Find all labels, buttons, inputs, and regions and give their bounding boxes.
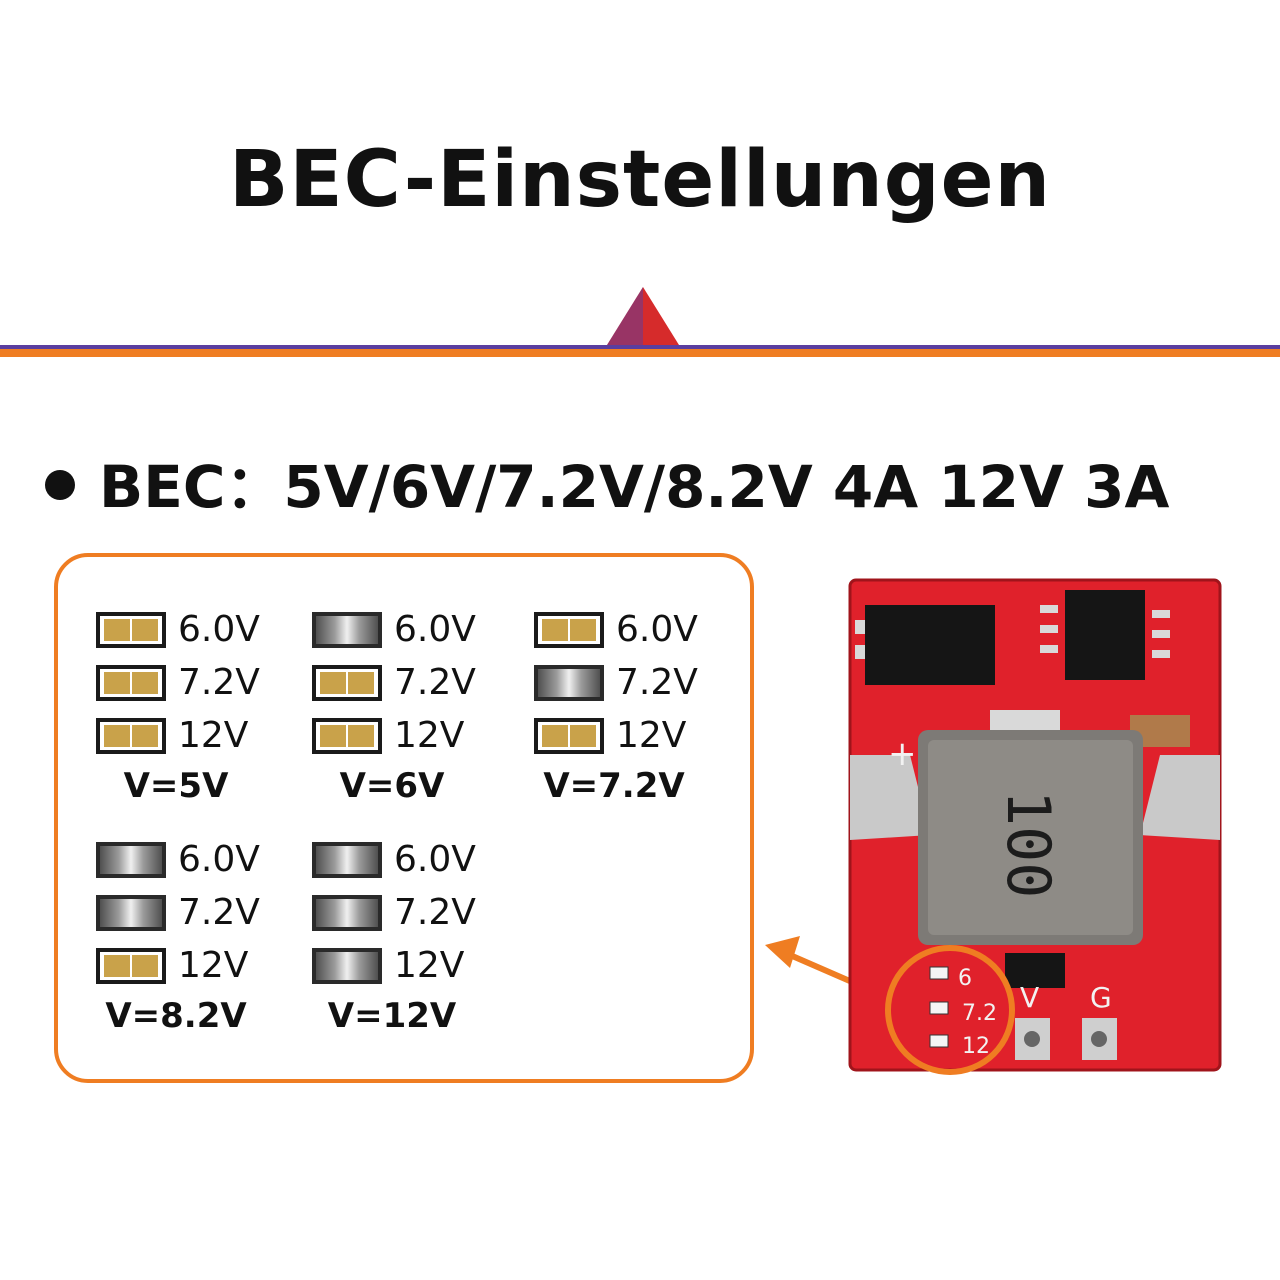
pad-label: 12V <box>616 715 687 756</box>
solder-pad-open <box>96 611 166 648</box>
pad-row: 6.0V <box>96 603 296 656</box>
pad-label: 7.2V <box>178 662 260 703</box>
board-pad-mark: 7.2 <box>962 1001 997 1026</box>
solder-pad-closed <box>312 947 382 984</box>
bullet-icon <box>45 469 75 500</box>
section-divider <box>0 287 1280 357</box>
setting-group: 6.0V 7.2V 12V V=8.2V <box>96 833 296 1036</box>
pad-label: 6.0V <box>178 839 260 880</box>
voltage-result: V=8.2V <box>105 996 247 1036</box>
pad-label: 7.2V <box>616 662 698 703</box>
solder-pad-open <box>534 717 604 754</box>
pad-label: 7.2V <box>394 662 476 703</box>
solder-pad-open <box>534 611 604 648</box>
setting-group: 6.0V 7.2V 12V V=7.2V <box>534 603 734 806</box>
pad-row: 7.2V <box>96 886 296 939</box>
board-pad-mark: 12 <box>962 1034 990 1059</box>
solder-pad-closed <box>312 611 382 648</box>
setting-group: 6.0V 7.2V 12V V=5V <box>96 603 296 806</box>
pad-label: 12V <box>394 715 465 756</box>
pad-label: 7.2V <box>394 892 476 933</box>
pad-row: 7.2V <box>534 656 734 709</box>
voltage-result: V=7.2V <box>543 766 685 806</box>
pad-label: 6.0V <box>394 609 476 650</box>
settings-panel: 6.0V 7.2V 12V V=5V 6.0V 7.2V 12V V=6V 6.… <box>54 553 754 1083</box>
spec-line: BEC：5V/6V/7.2V/8.2V 4A 12V 3A <box>45 440 1169 524</box>
voltage-result: V=5V <box>123 766 229 806</box>
pad-row: 6.0V <box>312 603 512 656</box>
pad-row: 6.0V <box>534 603 734 656</box>
pad-label: 6.0V <box>616 609 698 650</box>
pad-label: 12V <box>394 945 465 986</box>
voltage-result: V=6V <box>339 766 445 806</box>
pad-row: 12V <box>534 709 734 762</box>
solder-pad-closed <box>312 841 382 878</box>
pad-label: 7.2V <box>178 892 260 933</box>
pad-row: 7.2V <box>96 656 296 709</box>
solder-pad-open <box>312 717 382 754</box>
spec-text: BEC：5V/6V/7.2V/8.2V 4A 12V 3A <box>99 453 1170 521</box>
pad-label: 6.0V <box>394 839 476 880</box>
pad-row: 7.2V <box>312 886 512 939</box>
setting-group: 6.0V 7.2V 12V V=12V <box>312 833 512 1036</box>
bec-board-image: + 100 6 7.2 12 V G <box>848 578 1222 1075</box>
page-title: BEC-Einstellungen <box>228 135 1052 225</box>
setting-group: 6.0V 7.2V 12V V=6V <box>312 603 512 806</box>
voltage-result: V=12V <box>327 996 457 1036</box>
pad-row: 12V <box>312 939 512 992</box>
solder-pad-closed <box>96 841 166 878</box>
pad-row: 6.0V <box>312 833 512 886</box>
solder-pad-open <box>96 664 166 701</box>
pad-row: 7.2V <box>312 656 512 709</box>
pad-row: 12V <box>312 709 512 762</box>
solder-pad-closed <box>96 894 166 931</box>
solder-pad-open <box>96 947 166 984</box>
pad-label: 6.0V <box>178 609 260 650</box>
pad-row: 12V <box>96 939 296 992</box>
pad-label: 12V <box>178 715 249 756</box>
pad-row: 12V <box>96 709 296 762</box>
solder-pad-open <box>96 717 166 754</box>
board-pad-mark: 6 <box>958 966 972 991</box>
pad-label: 12V <box>178 945 249 986</box>
inductor-marking: 100 <box>993 790 1063 898</box>
pad-row: 6.0V <box>96 833 296 886</box>
solder-pad-closed <box>534 664 604 701</box>
plus-mark: + <box>888 734 917 774</box>
terminal-v-label: V <box>1020 981 1039 1014</box>
solder-pad-open <box>312 664 382 701</box>
terminal-g-label: G <box>1090 981 1112 1014</box>
solder-pad-closed <box>312 894 382 931</box>
